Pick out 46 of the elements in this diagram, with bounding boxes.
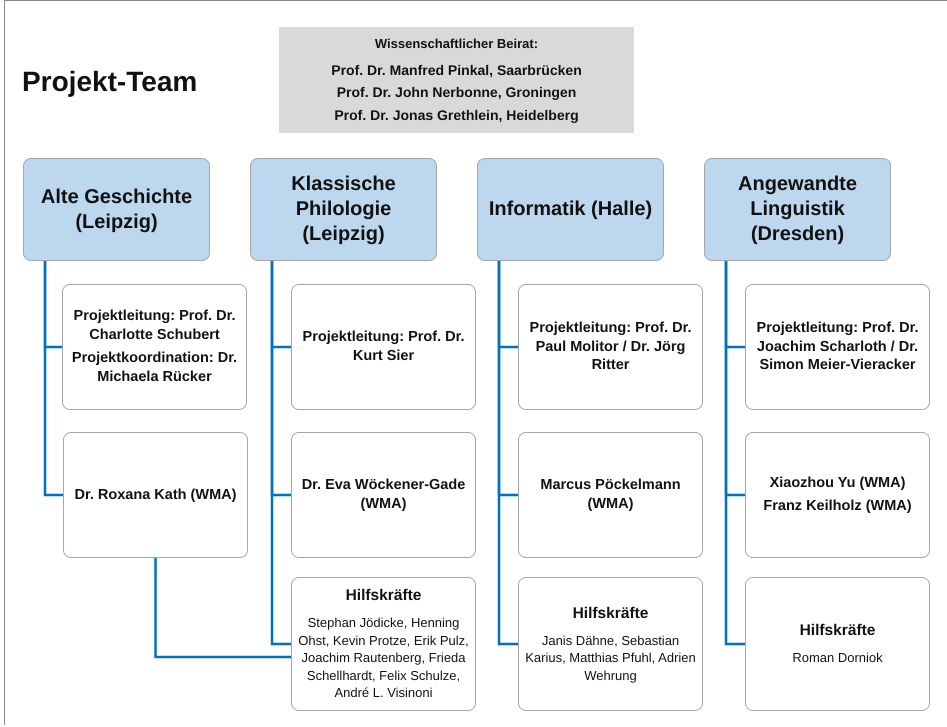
node-text: Projektkoordination: Dr. Michaela Rücker	[70, 349, 238, 387]
connector-line	[154, 558, 291, 658]
advisory-board-panel	[279, 27, 634, 133]
connector-line	[498, 261, 518, 646]
node-text: Projektleitung: Prof. Dr. Kurt Sier	[302, 328, 466, 366]
connector-line	[270, 261, 291, 646]
member-box	[745, 284, 930, 410]
member-box	[291, 284, 476, 410]
department-box	[477, 158, 664, 261]
member-box	[745, 577, 930, 711]
member-list: Stephan Jödicke, Henning Ohst, Kevin Protze, Erik Pulz, Joachim Rautenberg, Frieda Schellhardt, Felix Schulze, André L. Visinoni	[298, 614, 469, 702]
node-text: Angewandte Linguistik (Dresden)	[737, 172, 858, 247]
diagram-title: Projekt-Team	[22, 66, 198, 98]
member-name: Prof. Dr. Manfred Pinkal, Saarbrücken	[331, 61, 582, 80]
member-box	[518, 432, 703, 558]
member-box	[291, 577, 476, 711]
group-heading: Hilfskräfte	[800, 621, 876, 642]
node-text: Marcus Pöckelmann (WMA)	[539, 476, 682, 514]
department-box	[704, 158, 891, 261]
node-text: Klassische Philologie (Leipzig)	[290, 172, 397, 247]
node-text: Projektleitung: Prof. Dr. Charlotte Schubert	[72, 307, 236, 345]
connector-line	[44, 261, 63, 496]
member-name: Prof. Dr. John Nerbonne, Groningen	[336, 83, 576, 102]
member-box	[63, 432, 248, 558]
group-heading: Hilfskräfte	[346, 586, 422, 606]
member-list: Roman Dorniok	[792, 649, 883, 667]
member-box	[62, 284, 247, 410]
department-box	[250, 158, 437, 261]
member-box	[518, 284, 703, 410]
member-box	[518, 577, 703, 711]
member-box	[745, 432, 930, 558]
node-text: Informatik (Halle)	[488, 197, 652, 222]
member-box	[291, 432, 476, 558]
member-list: Janis Dähne, Sebastian Karius, Matthias Pfuhl, Adrien Wehrung	[525, 632, 696, 684]
member-name: Prof. Dr. Jonas Grethlein, Heidelberg	[334, 106, 579, 124]
group-heading: Hilfskräfte	[572, 604, 648, 624]
node-text: Xiaozhou Yu (WMA)	[770, 474, 906, 493]
connector-line	[724, 261, 745, 646]
node-text: Projektleitung: Prof. Dr. Paul Molitor / Dr. Jörg Ritter	[528, 318, 692, 376]
department-box	[23, 158, 210, 261]
node-text: Alte Geschichte (Leipzig)	[40, 184, 194, 234]
node-text: Dr. Eva Wöckener-Gade (WMA)	[300, 476, 466, 514]
panel-heading: Wissenschaftlicher Beirat:	[374, 36, 538, 54]
node-text: Dr. Roxana Kath (WMA)	[74, 486, 236, 504]
node-text: Franz Keilholz (WMA)	[763, 497, 912, 516]
node-text: Projektleitung: Prof. Dr. Joachim Scharloth / Dr. Simon Meier-Vieracker	[756, 318, 920, 376]
